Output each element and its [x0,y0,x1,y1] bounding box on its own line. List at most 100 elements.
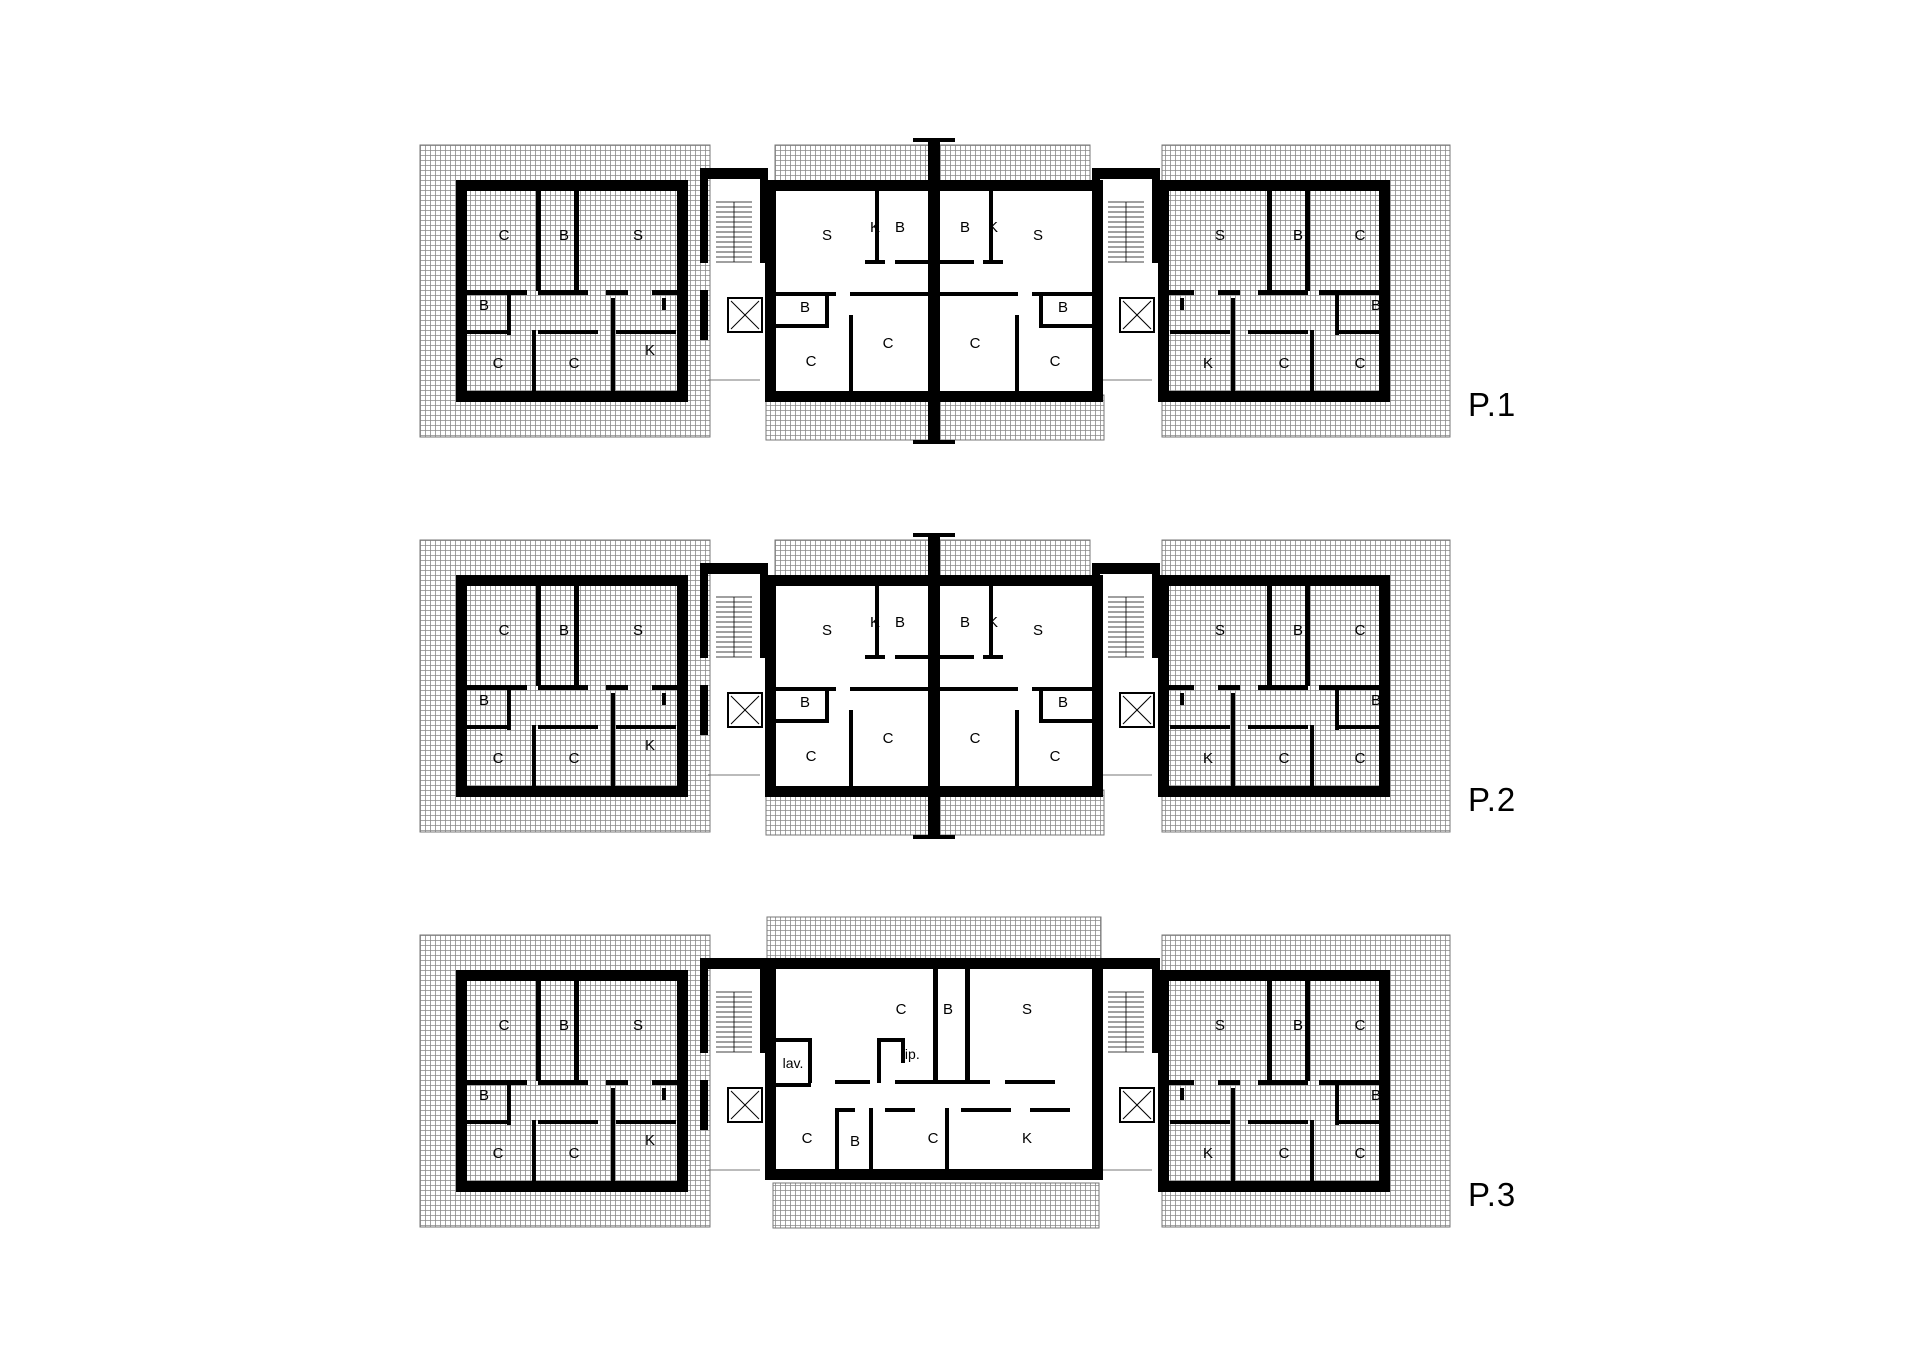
wall [776,292,836,296]
wall [574,191,579,291]
room-label: B [1293,1017,1303,1034]
wall [700,290,708,340]
room-label: S [1033,227,1043,244]
wall [1267,586,1272,686]
room-label: C [806,353,817,370]
wall [1231,1088,1235,1182]
wall [538,330,598,334]
wall [574,981,579,1081]
wall [1158,180,1169,402]
room-label: K [1203,1145,1213,1162]
floor-label-p3: P.3 [1468,1176,1517,1213]
wall [913,440,955,444]
wall [835,1108,855,1112]
floor-label-p1: P.1 [1468,386,1517,423]
room-label: B [1058,694,1068,711]
room-label: C [1355,1017,1366,1034]
wall [456,180,688,191]
wall [875,191,879,263]
wall [507,290,511,335]
wall [965,969,970,1081]
room-label: C [499,227,510,244]
wall [895,655,929,659]
wall [885,1108,915,1112]
room-label: K [870,614,880,631]
wall [913,138,955,142]
wall [1170,725,1230,729]
room-label: S [1215,1017,1225,1034]
wall [1180,1088,1184,1100]
wall [538,1080,588,1085]
wall [940,260,974,264]
wall [532,1120,536,1181]
room-label: C [1050,748,1061,765]
wall [606,290,628,295]
wall [606,685,628,690]
wall [456,970,467,1192]
wall [765,1169,1103,1180]
terrace-hatch [772,1182,1100,1229]
wall [652,290,677,295]
wall [1231,693,1235,787]
wall [760,563,768,658]
wall [989,191,993,263]
wall [1335,1080,1339,1125]
wall [825,691,829,719]
room-label: C [928,1130,939,1147]
wall [606,1080,628,1085]
wall [1170,1120,1230,1124]
wall [611,298,615,392]
wall [1258,685,1308,690]
elevator-cross [730,695,760,725]
wall [1180,298,1184,310]
wall [760,168,768,263]
wall [895,1080,990,1084]
room-label: B [960,614,970,631]
wall [467,1120,507,1124]
wall [1039,324,1092,328]
wall [1015,315,1019,391]
room-label: B [479,297,489,314]
wall [1152,563,1160,658]
wall [776,687,836,691]
wall [700,958,708,1053]
room-label: C [493,355,504,372]
wall [1305,981,1310,1081]
wall [940,687,1018,691]
room-label: B [1371,1087,1381,1104]
room-label: C [493,1145,504,1162]
apartment [1158,180,1390,402]
room-label: B [800,299,810,316]
room-label: C [802,1130,813,1147]
wall [677,575,688,797]
wall [928,533,940,839]
room-label: C [569,750,580,767]
room-label: C [1279,1145,1290,1162]
wall [538,685,588,690]
wall [616,725,676,729]
wall [1039,719,1092,723]
room-label: C [806,748,817,765]
apartment [456,575,688,797]
wall [1092,958,1160,969]
wall [677,180,688,402]
wall [765,958,776,1180]
wall [467,330,507,334]
wall [835,1108,839,1169]
room-label: C [569,1145,580,1162]
wall [532,330,536,391]
room-label: lav. [783,1055,804,1071]
wall [1158,575,1390,586]
wall [865,260,885,264]
wall [574,586,579,686]
wall [1158,391,1390,402]
wall [611,693,615,787]
wall [1180,693,1184,705]
wall [1319,290,1379,295]
room-label: C [1355,227,1366,244]
wall [1379,970,1390,1192]
wall [1218,290,1240,295]
wall [776,324,829,328]
wall [532,725,536,786]
